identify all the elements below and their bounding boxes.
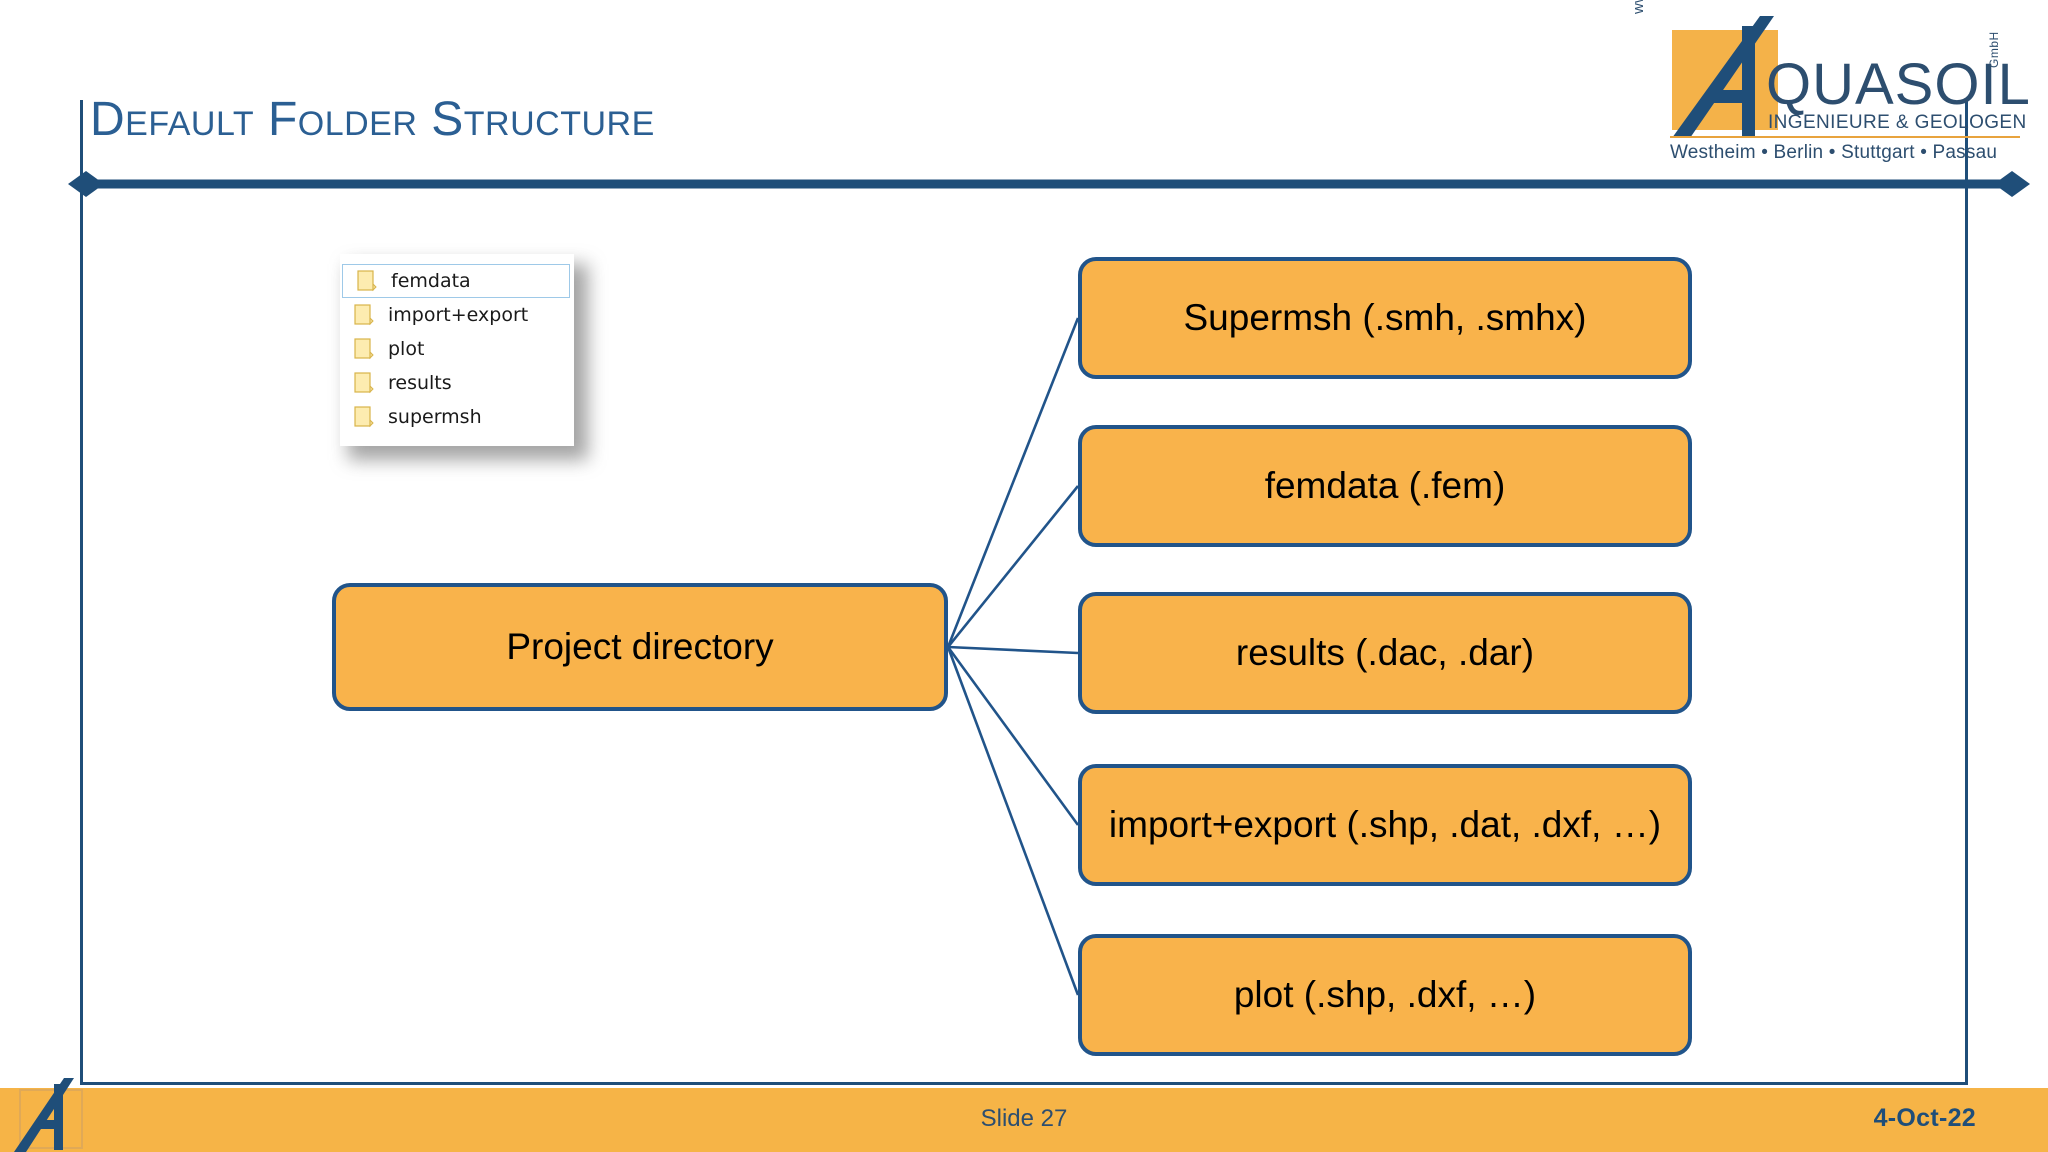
- explorer-folder-list[interactable]: femdata import+export plot: [340, 254, 574, 446]
- logo-legal-form: GmbH: [1987, 31, 2001, 68]
- logo-divider: [1670, 136, 2020, 138]
- list-item[interactable]: import+export: [340, 298, 574, 332]
- list-item[interactable]: plot: [340, 332, 574, 366]
- folder-name: femdata: [391, 270, 471, 292]
- file-explorer-panel[interactable]: femdata import+export plot: [340, 254, 588, 460]
- footer-aquasoil-a-mark-icon: [14, 1078, 83, 1152]
- diagram-node-import-export[interactable]: import+export (.shp, .dat, .dxf, …): [1078, 764, 1692, 886]
- footer-bar: [0, 1088, 2048, 1152]
- folder-icon: [354, 406, 374, 428]
- diagram-node-project-directory[interactable]: Project directory: [332, 583, 948, 711]
- logo-subtitle: INGENIEURE & GEOLOGEN: [1768, 112, 2027, 133]
- title-divider-rule: [68, 171, 2030, 197]
- folder-icon: [357, 270, 377, 292]
- folder-name: results: [388, 372, 452, 394]
- folder-name: import+export: [388, 304, 529, 326]
- company-logo: www.aquasoil.de QUASOIL GmbH INGENIEURE …: [1630, 0, 2031, 168]
- page-title: Default Folder Structure: [90, 93, 655, 146]
- diagram-node-supermsh[interactable]: Supermsh (.smh, .smhx): [1078, 257, 1692, 379]
- folder-name: supermsh: [388, 406, 482, 428]
- connector-line: [946, 317, 1080, 648]
- folder-icon: [354, 338, 374, 360]
- diagram-node-plot[interactable]: plot (.shp, .dxf, …): [1078, 934, 1692, 1056]
- folder-icon: [354, 372, 374, 394]
- folder-name: plot: [388, 338, 425, 360]
- connector-line: [946, 485, 1080, 648]
- footer-slide-number: Slide 27: [980, 1105, 1068, 1132]
- list-item[interactable]: femdata: [342, 264, 570, 298]
- diagram-node-femdata[interactable]: femdata (.fem): [1078, 425, 1692, 547]
- footer-date: 4-Oct-22: [1873, 1104, 1976, 1132]
- list-item[interactable]: results: [340, 366, 574, 400]
- folder-icon: [354, 304, 374, 326]
- aquasoil-a-mark-icon: [1672, 16, 1774, 138]
- logo-cities: Westheim • Berlin • Stuttgart • Passau: [1670, 142, 1998, 163]
- list-item[interactable]: supermsh: [340, 400, 574, 434]
- connector-line: [946, 646, 1080, 826]
- logo-brand-word: QUASOIL: [1766, 52, 2031, 117]
- connector-line: [947, 645, 1079, 655]
- logo-website-url: www.aquasoil.de: [1630, 0, 1650, 14]
- connector-line: [946, 646, 1080, 996]
- diagram-node-results[interactable]: results (.dac, .dar): [1078, 592, 1692, 714]
